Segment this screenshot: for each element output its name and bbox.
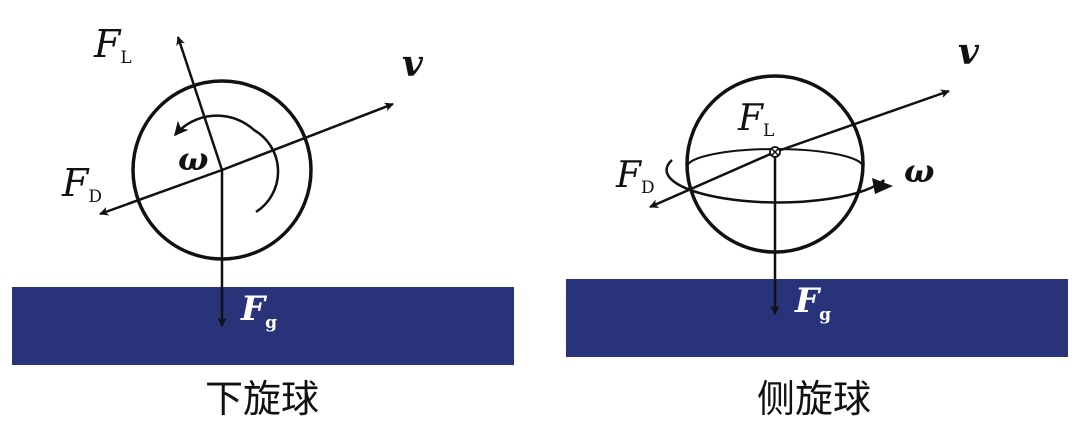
label-lift: FL	[737, 98, 774, 141]
label-gravity: Fg	[240, 289, 277, 333]
label-spin: ω	[904, 152, 934, 190]
label-spin: ω	[178, 140, 208, 178]
caption-backspin: 下旋球	[205, 377, 319, 421]
lift-arrow	[176, 36, 224, 171]
lift-into-page-icon	[769, 146, 781, 158]
label-gravity: Fg	[794, 281, 831, 325]
spin-ring-front	[665, 159, 886, 204]
label-drag: FD	[615, 155, 655, 198]
panel-backspin: FL FD Fg v ω 下旋球	[12, 22, 514, 421]
spin-ring-arrowhead	[872, 178, 893, 194]
velocity-arrow	[221, 102, 394, 172]
label-drag: FD	[61, 161, 102, 207]
drag-arrow	[649, 150, 776, 209]
ground-block	[12, 287, 514, 365]
label-lift: FL	[93, 22, 132, 68]
label-velocity: v	[958, 31, 980, 73]
drag-arrow	[99, 168, 223, 216]
caption-sidespin: 侧旋球	[757, 377, 871, 421]
spin-arc	[174, 114, 280, 214]
panel-sidespin: FL FD Fg v ω 侧旋球	[566, 31, 1068, 421]
label-velocity: v	[402, 43, 424, 85]
velocity-arrow	[774, 89, 950, 154]
ground-block	[566, 279, 1068, 357]
